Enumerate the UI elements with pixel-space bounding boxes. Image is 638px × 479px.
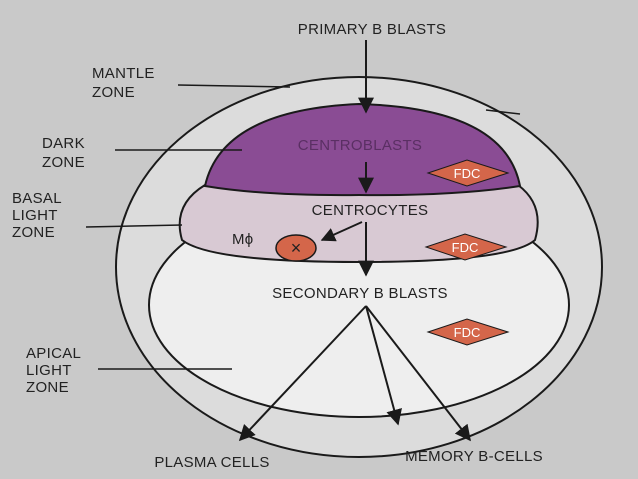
dark-zone-label-line1: DARK xyxy=(42,135,85,152)
macrophage-cross-icon: × xyxy=(291,238,302,258)
fdc-diamond-3: FDC xyxy=(426,318,510,346)
macrophage-label: Mϕ xyxy=(232,231,254,248)
fdc-diamond-2: FDC xyxy=(424,233,508,261)
centrocytes-label: CENTROCYTES xyxy=(312,202,429,219)
fdc-label-2: FDC xyxy=(452,240,479,255)
apical-light-zone-label-line3: ZONE xyxy=(26,379,69,396)
apical-light-zone-label-line2: LIGHT xyxy=(26,362,72,379)
mantle-zone-label-line1: MANTLE xyxy=(92,65,155,82)
basal-light-zone-label-line2: LIGHT xyxy=(12,207,58,224)
mantle-zone-pointer xyxy=(177,84,291,88)
secondary-b-blasts-label: SECONDARY B BLASTS xyxy=(272,285,448,302)
centroblasts-label: CENTROBLASTS xyxy=(298,137,422,154)
macrophage-arrow xyxy=(320,221,363,242)
memory-cell-arrow-1 xyxy=(365,305,402,426)
memory-b-cells-label: MEMORY B-CELLS xyxy=(405,448,543,465)
macrophage-cell: × xyxy=(275,234,317,262)
mantle-zone-label-line2: ZONE xyxy=(92,84,135,101)
primary-b-blasts-label: PRIMARY B BLASTS xyxy=(298,21,446,38)
fdc-label-1: FDC xyxy=(454,166,481,181)
dark-zone-label-line2: ZONE xyxy=(42,154,85,171)
fdc-diamond-1: FDC xyxy=(426,159,510,187)
plasma-cell-arrow xyxy=(238,305,367,442)
basal-light-zone-label-line1: BASAL xyxy=(12,190,62,207)
fdc-label-3: FDC xyxy=(454,325,481,340)
memory-cell-arrow-2 xyxy=(365,305,471,442)
plasma-cells-label: PLASMA CELLS xyxy=(154,454,269,471)
basal-light-zone-label-line3: ZONE xyxy=(12,224,55,241)
small-mark xyxy=(485,109,521,115)
apical-light-zone-label-line1: APICAL xyxy=(26,345,81,362)
basal-light-zone-pointer xyxy=(85,224,183,228)
